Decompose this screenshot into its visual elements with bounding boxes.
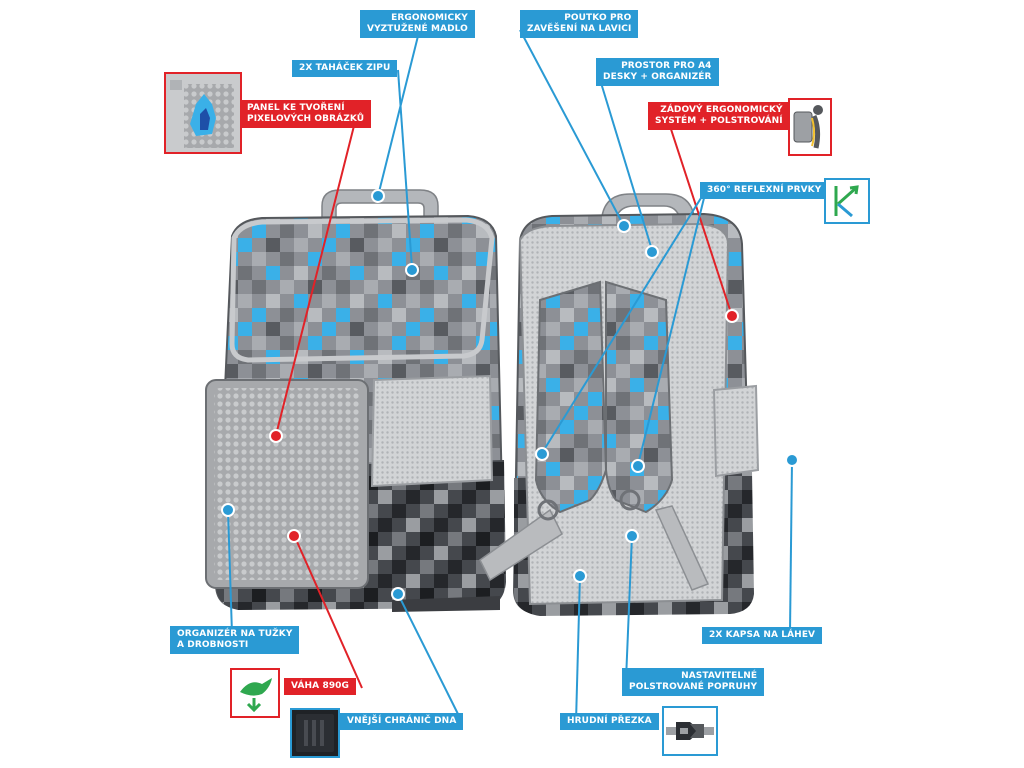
reflective-k-icon [824, 178, 870, 224]
pixel-panel-icon [164, 72, 242, 154]
bottle-pocket-left [370, 374, 494, 488]
bottom-protector-icon [290, 708, 340, 758]
label-zip-puller: 2x TAHÁČEK ZIPU [292, 60, 398, 77]
marker-zip-puller [405, 263, 419, 277]
front-flap [229, 217, 495, 363]
right-strap-webbing [654, 505, 710, 591]
left-strap-webbing [479, 508, 563, 582]
chest-buckle-icon [662, 706, 718, 756]
marker-a4-space [645, 245, 659, 259]
bottle-pocket-right [712, 384, 760, 478]
marker-dots [221, 189, 799, 601]
backpack-front [205, 189, 506, 612]
marker-bottle-pocket [785, 453, 799, 467]
label-bottle-pocket: 2X KAPSA NA LÁHEV [702, 627, 823, 644]
weight-icon [230, 668, 280, 718]
label-reflective: 360° REFLEXNÍ PRVKY [700, 182, 829, 199]
marker-reflective-left [535, 447, 549, 461]
label-bottom-protector: VNĚJŠÍ CHRÁNIČ DNA [340, 713, 464, 730]
marker-handle [371, 189, 385, 203]
carry-handle [321, 189, 439, 223]
ergonomic-back-icon [788, 98, 832, 156]
bottom-protector [392, 596, 500, 612]
marker-hanging-loop [617, 219, 631, 233]
label-weight: VÁHA 890g [284, 678, 357, 695]
right-strap [605, 280, 674, 514]
label-chest-buckle: HRUDNÍ PŘEZKA [560, 713, 659, 730]
marker-bottom-protector [391, 587, 405, 601]
marker-chest-buckle [573, 569, 587, 583]
marker-reflective-right [631, 459, 645, 473]
marker-back-system [725, 309, 739, 323]
left-strap [534, 280, 608, 514]
marker-straps [625, 529, 639, 543]
marker-weight [287, 529, 301, 543]
marker-pixel-panel [269, 429, 283, 443]
backpack-back [479, 193, 760, 616]
marker-organizer [221, 503, 235, 517]
